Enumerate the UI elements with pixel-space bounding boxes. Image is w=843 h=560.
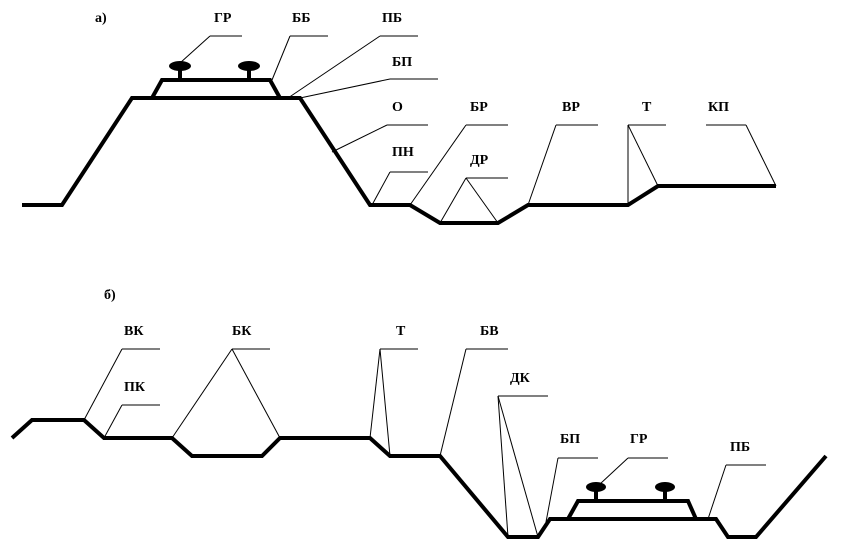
rail-right-a — [238, 61, 260, 80]
ballast-prism-b — [566, 499, 698, 520]
label-t-b: Т — [396, 324, 406, 339]
label-gr-b: ГР — [630, 432, 648, 447]
label-dk-b: ДК — [510, 371, 531, 386]
label-br-a: БР — [470, 100, 488, 115]
label-o-a: О — [392, 100, 403, 115]
label-pb-a: ПБ — [382, 11, 402, 26]
label-dr-a: ДР — [470, 153, 489, 168]
cutting-profile-b — [10, 418, 828, 539]
label-bp-b: БП — [560, 432, 580, 447]
diagram-a: а) — [22, 11, 777, 225]
label-pn-a: ПН — [392, 145, 414, 160]
label-pk-b: ПК — [124, 380, 146, 395]
rail-left-b — [586, 482, 606, 501]
label-vk-b: ВК — [124, 324, 144, 339]
rail-left-a — [169, 61, 191, 80]
label-bk-b: БК — [232, 324, 252, 339]
label-kp-a: КП — [708, 100, 729, 115]
label-bp-a: БП — [392, 55, 412, 70]
label-bv-b: БВ — [480, 324, 499, 339]
rail-right-b — [655, 482, 675, 501]
diagram-b: б) — [10, 288, 828, 539]
panel-label-b: б) — [104, 288, 116, 303]
label-t-a: Т — [642, 100, 652, 115]
leaders-a — [179, 35, 777, 224]
panel-label-a: а) — [95, 11, 107, 26]
leaders-b — [83, 348, 766, 538]
label-pb-b: ПБ — [730, 440, 750, 455]
label-gr-a: ГР — [214, 11, 232, 26]
embankment-profile-a — [22, 96, 776, 225]
ballast-prism-a — [150, 78, 282, 99]
label-vr-a: ВР — [562, 100, 580, 115]
label-bb-a: ББ — [292, 11, 311, 26]
